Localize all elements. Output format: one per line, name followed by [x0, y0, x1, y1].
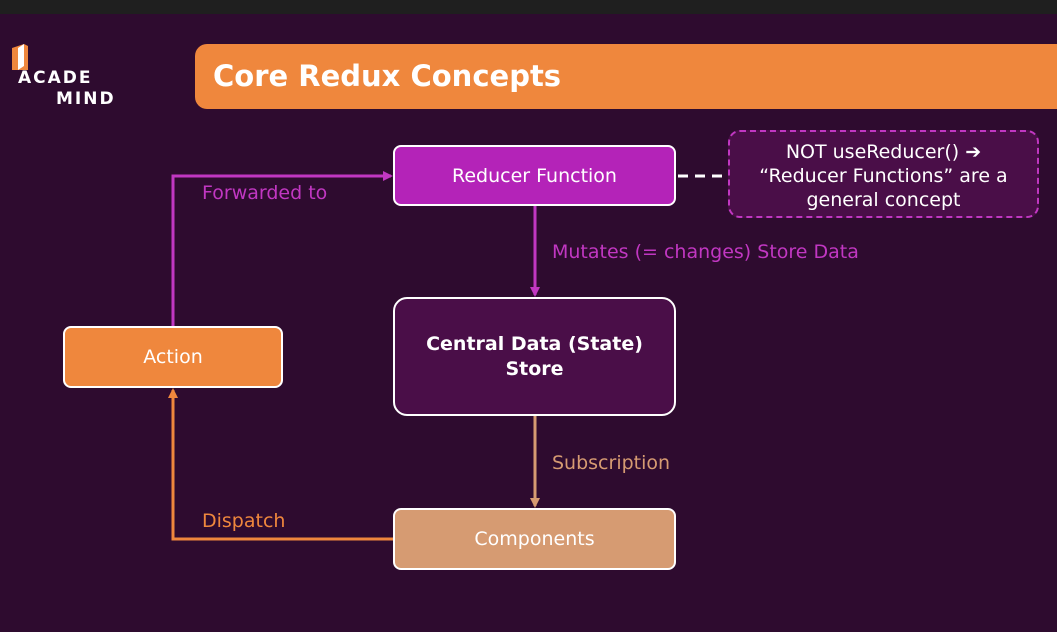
title-banner: Core Redux Concepts	[195, 44, 1057, 109]
slide-title: Core Redux Concepts	[213, 59, 562, 93]
note-line-2: “Reducer Functions” are a	[759, 165, 1008, 187]
forwarded-to-label: Forwarded to	[202, 182, 328, 204]
logo-mark-icon	[12, 44, 28, 70]
academind-logo: ACADE MIND	[6, 44, 116, 114]
reducer-function-box: Reducer Function	[393, 145, 676, 206]
note-callout: NOT useReducer() ➔ “Reducer Functions” a…	[728, 130, 1039, 218]
forwarded-to-arrow	[171, 171, 393, 326]
subscription-label: Subscription	[552, 452, 671, 474]
window-top-bar	[0, 0, 1057, 14]
note-line-1: NOT useReducer() ➔	[785, 141, 982, 163]
note-line-3: general concept	[806, 189, 961, 211]
action-box: Action	[63, 326, 283, 388]
dispatch-label: Dispatch	[202, 510, 286, 532]
logo-text-line-1: ACADE	[18, 68, 93, 88]
logo-text-line-2: MIND	[56, 89, 116, 109]
dispatch-arrow	[168, 388, 393, 541]
mutates-label: Mutates (= changes) Store Data	[552, 241, 859, 263]
central-store-box: Central Data (State) Store	[393, 297, 676, 416]
components-box: Components	[393, 508, 676, 570]
